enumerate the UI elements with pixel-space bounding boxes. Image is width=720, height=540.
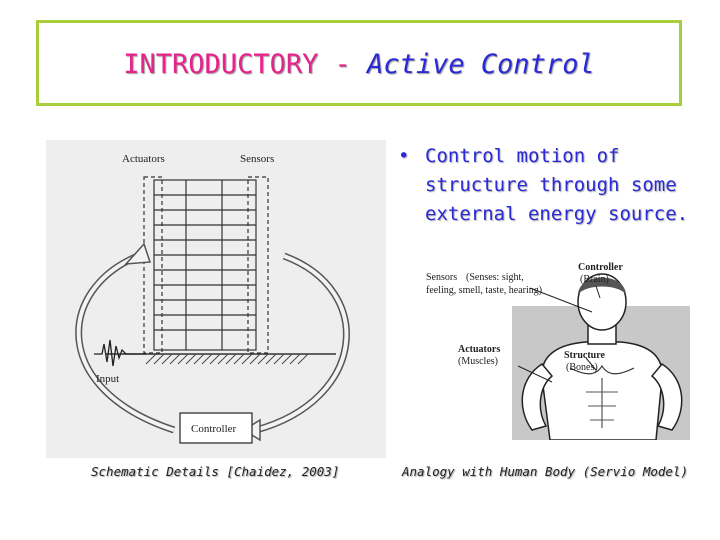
structure-label: Structure — [564, 350, 605, 361]
left-figure-caption: Schematic Details [Chaidez, 2003] — [91, 464, 340, 479]
senses-line-1: (Senses: sight, — [466, 272, 524, 283]
bullet-marker: • — [398, 145, 410, 167]
title-box: INTRODUCTORY - Active Control — [36, 20, 682, 106]
building-schematic-figure: Actuators Sensors Input Controller — [46, 140, 386, 458]
title-part-1: INTRODUCTORY - — [123, 49, 351, 80]
actuators-label: Actuators — [122, 153, 165, 165]
input-label: Input — [96, 373, 119, 385]
bones-label: (Bones) — [566, 362, 598, 373]
brain-label: (Brain) — [580, 274, 609, 285]
bullet-point: • Control motion of structure through so… — [398, 142, 698, 229]
slide-title: INTRODUCTORY - Active Control — [39, 49, 679, 80]
title-part-2: Active Control — [367, 49, 595, 80]
sensors-label: Sensors — [240, 153, 274, 165]
senses-line-2: feeling, smell, taste, hearing) — [426, 285, 542, 296]
bullet-text: Control motion of structure through some… — [425, 145, 689, 225]
right-figure-caption: Analogy with Human Body (Servio Model) — [402, 464, 688, 479]
actuators-label: Actuators — [458, 344, 500, 355]
controller-label: Controller — [578, 262, 623, 273]
sensors-label: Sensors — [426, 272, 457, 283]
controller-label: Controller — [191, 423, 237, 435]
human-body-figure: Controller (Brain) Sensors (Senses: sigh… — [426, 262, 690, 440]
muscles-label: (Muscles) — [458, 356, 498, 367]
